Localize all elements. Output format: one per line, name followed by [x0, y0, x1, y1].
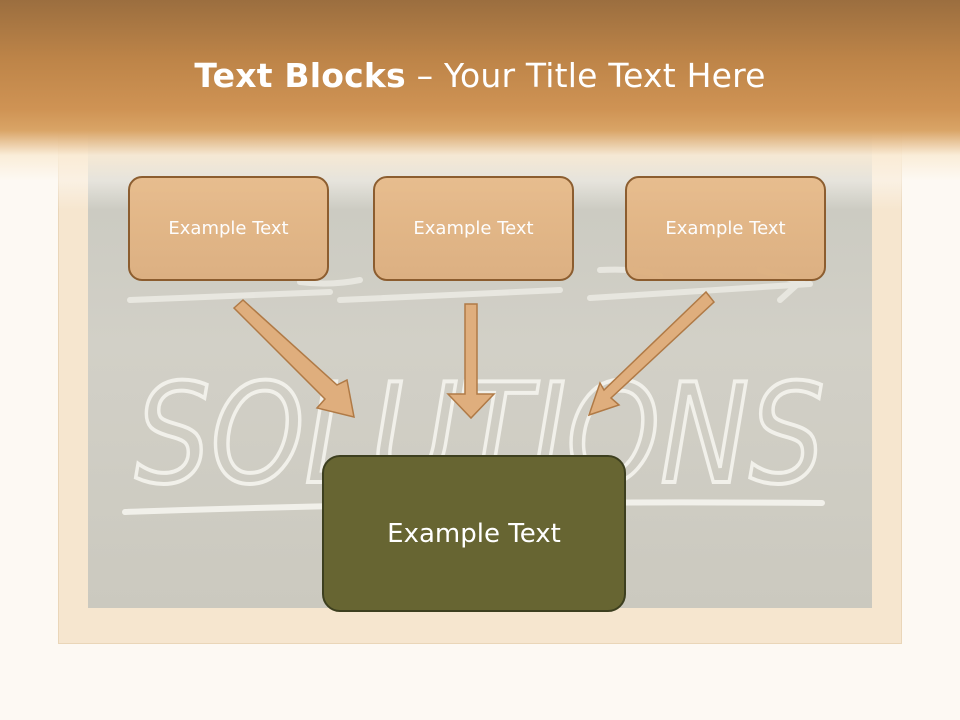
main-text-box[interactable]: Example Text — [322, 455, 626, 612]
arrow-center — [446, 303, 496, 420]
text-box-2-label: Example Text — [413, 218, 534, 239]
title-bold: Text Blocks — [194, 56, 406, 95]
text-box-3-label: Example Text — [665, 218, 786, 239]
text-box-1[interactable]: Example Text — [128, 176, 329, 281]
title-rest: – Your Title Text Here — [405, 56, 766, 95]
text-box-1-label: Example Text — [168, 218, 289, 239]
text-box-3[interactable]: Example Text — [625, 176, 826, 281]
arrow-right — [587, 290, 716, 417]
header-band — [0, 0, 960, 210]
arrow-left — [232, 298, 355, 419]
text-box-2[interactable]: Example Text — [373, 176, 574, 281]
main-text-box-label: Example Text — [387, 518, 561, 549]
page-title: Text Blocks – Your Title Text Here — [0, 56, 960, 95]
